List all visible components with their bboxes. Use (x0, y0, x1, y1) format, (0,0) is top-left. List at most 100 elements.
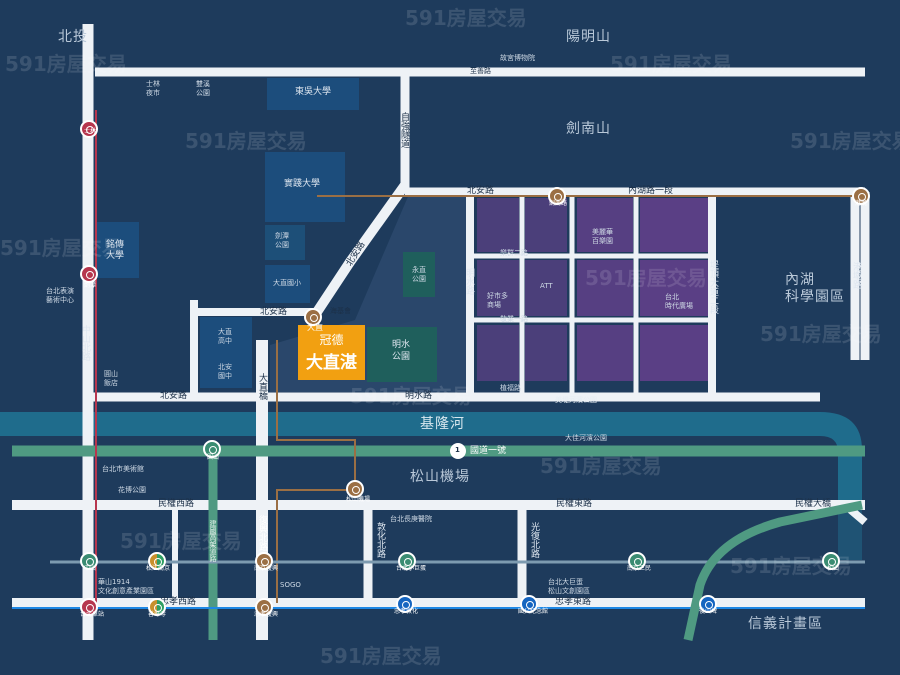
station-label: 港墘 (855, 200, 868, 207)
station-label: 台北車站 (80, 611, 105, 618)
station-jiannan-icon[interactable] (548, 187, 566, 205)
road-label: 明水路 (405, 391, 433, 401)
station-label: 後山埤 (699, 608, 718, 615)
district-keelung-river: 基隆河 (420, 416, 465, 432)
block (525, 198, 567, 252)
road-label: 忠孝東路 (555, 597, 592, 607)
station-songjiang-icon[interactable] (148, 552, 166, 570)
watermark: 591房屋交易 (760, 322, 882, 346)
station-label: 中山 (84, 565, 97, 572)
watermark: 591房屋交易 (540, 454, 662, 478)
block (477, 325, 519, 381)
road-label: 美堤河濱公園 (555, 396, 597, 404)
station-label: 忠孝敦化 (394, 608, 419, 615)
watermark: 591房屋交易 (0, 236, 122, 260)
road-label: 大直橋 (257, 373, 267, 400)
landmark-hospital: 台北長庚醫院 (390, 515, 432, 523)
station-songshan-icon[interactable] (822, 552, 840, 570)
watermark: 591房屋交易 (585, 266, 707, 290)
landmark-dazhi-hs: 大直 高中 (218, 328, 232, 346)
project-highlight[interactable]: 冠德 大直湛 (298, 325, 365, 380)
district-xinyi: 信義計畫區 (748, 616, 823, 632)
landmark-xinsheng-park: 花博公園 (118, 486, 146, 494)
road-label: 敬業一路 (500, 315, 528, 323)
road-label: 北安路 (160, 391, 188, 401)
road-label: 堤頂大道二段 (708, 260, 718, 314)
landmark-sogo: SOGO (280, 581, 301, 589)
landmark-meihua: 美麗華 百樂園 (592, 228, 613, 246)
station-zhongxiao-fuxing-icon[interactable] (255, 598, 273, 616)
road-label: 忠孝西路 (160, 597, 197, 607)
station-dazhi-icon[interactable] (304, 308, 322, 326)
station-gangqian-icon[interactable] (852, 187, 870, 205)
landmark-att: ATT (540, 282, 553, 290)
road-label: 民權西路 (158, 499, 195, 509)
station-label: 善導寺 (148, 611, 167, 618)
landmark-costco: 好市多 商場 (487, 292, 508, 310)
station-label: 松山 (827, 565, 840, 572)
soochow-campus (267, 78, 359, 110)
station-nanjing-sanmin-icon[interactable] (628, 552, 646, 570)
block (640, 260, 708, 316)
road-label: 港墘路 (851, 262, 861, 289)
station-sun-yatsen-icon[interactable] (520, 595, 538, 613)
station-songshan-airport-icon[interactable] (346, 480, 364, 498)
station-zhongxiao-dunhua-icon[interactable] (396, 595, 414, 613)
freeway-shield-shape (450, 443, 466, 459)
road-label: 光復北路 (529, 522, 539, 558)
landmark-yuanshan: 圓山 飯店 (104, 370, 118, 388)
station-label: 台北小巨蛋 (396, 565, 427, 572)
dazhi-hs-block (200, 317, 252, 359)
road-label: 自強隧道 (399, 112, 409, 148)
block (525, 260, 567, 316)
landmark-arena2: 台北大巨蛋 松山文創園區 (548, 578, 590, 596)
block (577, 325, 633, 381)
watermark: 591房屋交易 (120, 529, 242, 553)
district-songshan-airport: 松山機場 (410, 469, 470, 485)
landmark-jiantan-park: 劍潭 公園 (275, 232, 289, 250)
jiantan-park-shape (265, 225, 305, 260)
road-label: 國道一號 (470, 446, 507, 456)
station-taipei-main-icon[interactable] (80, 598, 98, 616)
block (577, 198, 633, 252)
block (477, 198, 519, 252)
station-jiantan-icon[interactable] (80, 265, 98, 283)
station-nanjing-fuxing-icon[interactable] (255, 552, 273, 570)
freeway-shield-number: 1 (455, 446, 460, 454)
station-houshanpi-icon[interactable] (699, 595, 717, 613)
district-yangmingshan: 陽明山 (566, 29, 611, 45)
block (640, 325, 708, 381)
road-diagonal (310, 182, 410, 318)
station-zhongshan-icon[interactable] (80, 552, 98, 570)
landmark-yongzhi-park: 永直 公園 (412, 266, 426, 284)
road-label: 民權東路 (556, 499, 593, 509)
landmark-mingshui-park: 明水 公園 (392, 340, 411, 362)
station-yuanshan-icon[interactable] (203, 440, 221, 458)
landmark-museum: 台北市美術館 (102, 465, 144, 473)
station-label: 大直 (307, 323, 323, 332)
road-label: 大佳河濱公園 (565, 434, 607, 442)
district-neihu-park: 內湖 科學園區 (785, 272, 845, 305)
station-shandao-icon[interactable] (148, 598, 166, 616)
road-label: 復興北路 (257, 515, 267, 551)
landmark-mingchuan: 銘傳 大學 (106, 240, 125, 261)
station-label: 南京復興 (254, 565, 279, 572)
landmark-performing-arts: 台北表演 藝術中心 (46, 287, 74, 305)
block (525, 325, 567, 381)
landmark-dazhi-elem: 大直國小 (273, 279, 301, 287)
project-brand: 冠德 (319, 333, 344, 347)
station-arena-icon[interactable] (398, 552, 416, 570)
block (577, 260, 633, 316)
watermark: 591房屋交易 (185, 129, 307, 153)
station-label: 圓山 (207, 454, 220, 461)
road-label: 至善路 (470, 67, 491, 75)
station-label: 士林 (84, 128, 97, 135)
mingchuan-campus (97, 222, 139, 278)
road-label: 中山北路 (80, 325, 90, 361)
station-shilin-icon[interactable] (80, 120, 98, 138)
watermark: 591房屋交易 (610, 52, 732, 76)
block (640, 198, 708, 252)
block (477, 260, 519, 316)
